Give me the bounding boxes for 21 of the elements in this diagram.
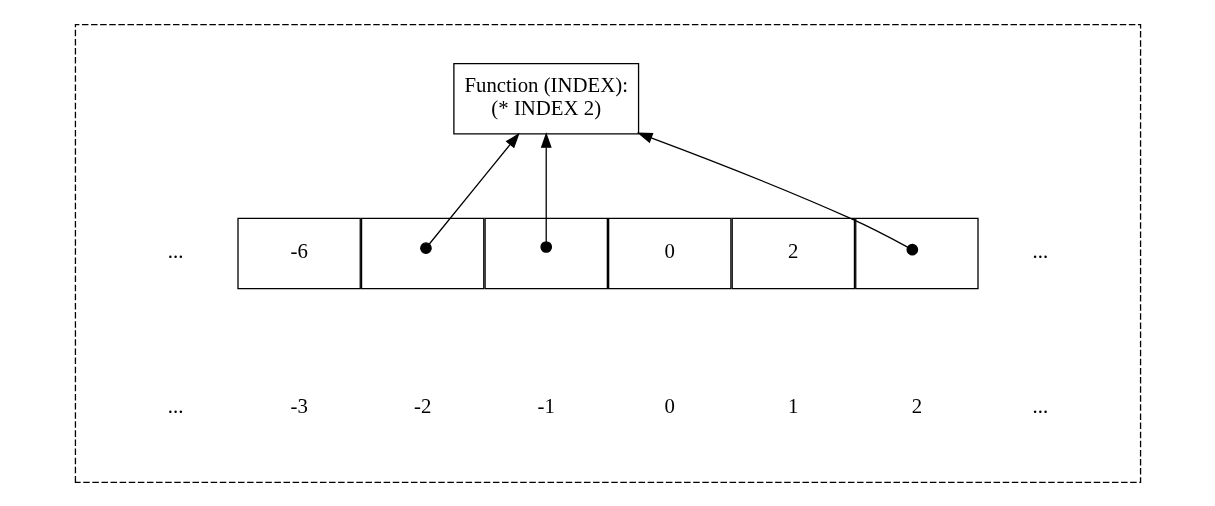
- node-box: -6: [236, 217, 361, 289]
- arrow: [636, 132, 918, 256]
- cluster: [74, 23, 1141, 483]
- label: -1: [537, 393, 555, 417]
- label: 0: [664, 393, 675, 417]
- label: -3: [289, 393, 308, 417]
- label: 1: [787, 393, 799, 417]
- label: ...: [1032, 238, 1048, 262]
- node-box: 2: [731, 217, 855, 289]
- label: ...: [167, 238, 183, 262]
- label: 2: [911, 393, 922, 417]
- label: -2: [413, 393, 431, 417]
- node-box: Function (INDEX): (* INDEX 2): [452, 62, 639, 134]
- label: ...: [1032, 393, 1048, 417]
- arrow: [539, 131, 552, 253]
- node-box: [483, 217, 608, 289]
- label: ...: [167, 393, 183, 417]
- node-box: 0: [607, 217, 732, 289]
- node-box: [854, 217, 979, 289]
- node-box: [360, 217, 484, 289]
- arrow: [419, 132, 520, 254]
